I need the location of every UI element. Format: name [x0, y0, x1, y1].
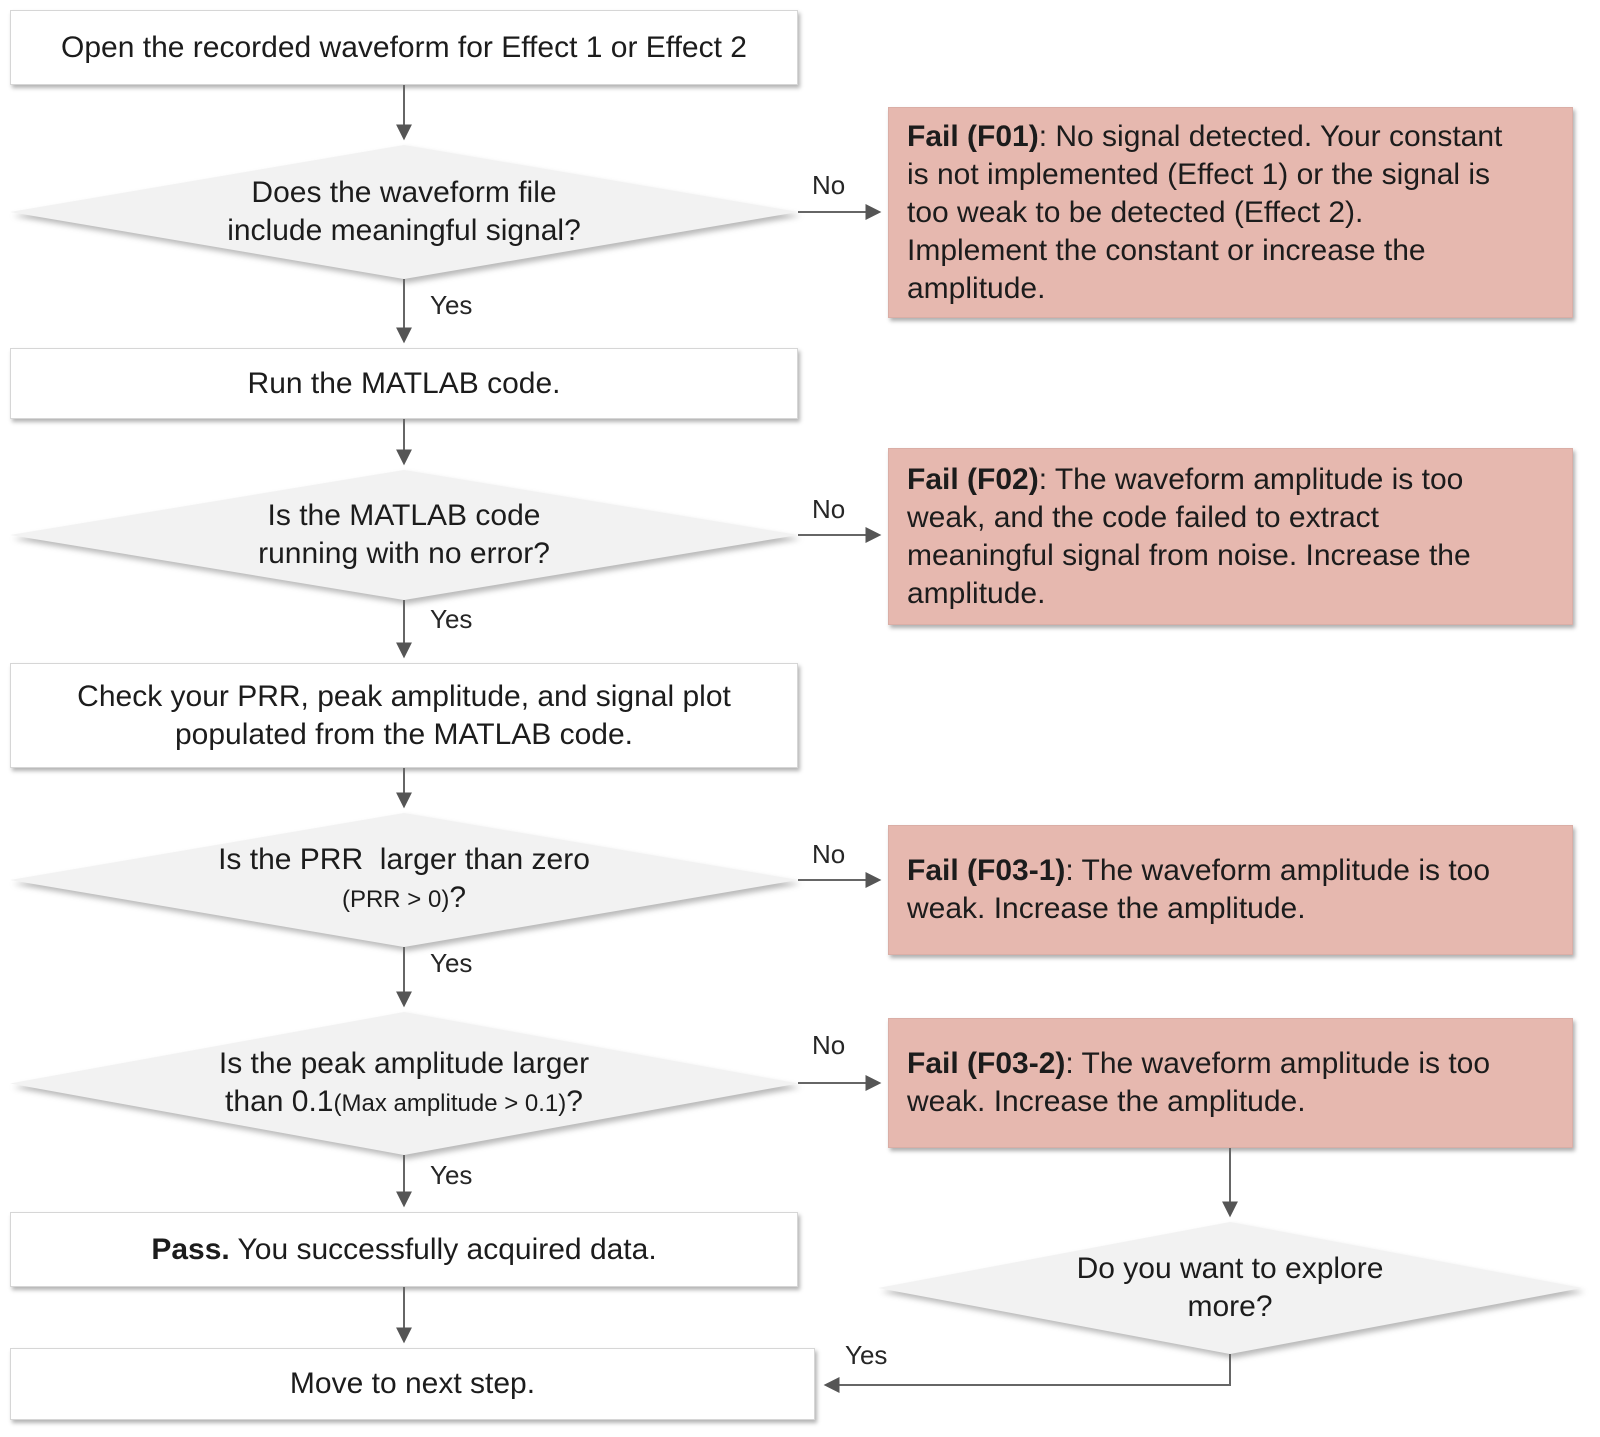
- decision-peak-amplitude-line2: than 0.1(Max amplitude > 0.1)?: [225, 1083, 583, 1123]
- edge-label-yes-signal: Yes: [430, 290, 473, 320]
- decision-prr-positive-qmark: ?: [449, 881, 467, 914]
- edge-label-no-error: No: [812, 494, 846, 524]
- decision-prr-positive: Is the PRR larger than zero (PRR > 0)?: [10, 813, 798, 947]
- decision-peak-amplitude-condition: (Max amplitude > 0.1): [333, 1089, 567, 1117]
- node-pass-rest: You successfully acquired data.: [229, 1232, 657, 1266]
- decision-peak-amplitude-line1: Is the peak amplitude larger: [218, 1046, 590, 1080]
- fail-f01-line3: too weak to be detected (Effect 2).: [907, 195, 1364, 229]
- edge-label-yes-explore: Yes: [845, 1340, 888, 1370]
- node-check-prr-line2: populated from the MATLAB code.: [174, 717, 634, 751]
- node-check-prr-line1: Check your PRR, peak amplitude, and sign…: [77, 679, 731, 713]
- node-open-waveform-text: Open the recorded waveform for Effect 1 …: [61, 30, 747, 64]
- fail-f01-line5: amplitude.: [907, 271, 1046, 305]
- edge-label-no-peak: No: [812, 1030, 846, 1060]
- fail-f03-2-line1: Fail (F03-2): The waveform amplitude is …: [907, 1045, 1490, 1083]
- decision-no-error: Is the MATLAB code running with no error…: [10, 470, 798, 600]
- fail-f03-2-title: Fail (F03-2): [907, 1047, 1066, 1080]
- fail-f02-line3: meaningful signal from noise. Increase t…: [907, 538, 1471, 572]
- edge-label-yes-prr: Yes: [430, 948, 473, 978]
- fail-f03-1-line1: Fail (F03-1): The waveform amplitude is …: [907, 852, 1490, 890]
- node-open-waveform: Open the recorded waveform for Effect 1 …: [10, 10, 798, 85]
- node-run-matlab: Run the MATLAB code.: [10, 348, 798, 419]
- decision-explore-more-line2: more?: [1187, 1290, 1273, 1323]
- fail-f01-box: Fail (F01): No signal detected. Your con…: [888, 107, 1573, 318]
- edge-label-yes-peak: Yes: [430, 1160, 473, 1190]
- fail-f02-line1: Fail (F02): The waveform amplitude is to…: [907, 461, 1463, 499]
- decision-peak-amplitude-prefix: than 0.1: [225, 1084, 334, 1118]
- decision-explore-more: Do you want to explore more?: [878, 1222, 1582, 1354]
- fail-f02-line4: amplitude.: [907, 576, 1046, 610]
- decision-prr-positive-line1: Is the PRR larger than zero: [218, 843, 590, 876]
- node-check-prr: Check your PRR, peak amplitude, and sign…: [10, 663, 798, 768]
- decision-meaningful-signal: Does the waveform file include meaningfu…: [10, 145, 798, 279]
- fail-f03-2-box: Fail (F03-2): The waveform amplitude is …: [888, 1018, 1573, 1148]
- node-move-next-step: Move to next step.: [10, 1348, 815, 1420]
- fail-f03-1-box: Fail (F03-1): The waveform amplitude is …: [888, 825, 1573, 955]
- fail-f01-line2: is not implemented (Effect 1) or the sig…: [907, 157, 1491, 191]
- node-run-matlab-text: Run the MATLAB code.: [247, 366, 561, 400]
- decision-no-error-line2: running with no error?: [258, 537, 550, 570]
- decision-meaningful-signal-line1: Does the waveform file: [251, 176, 557, 209]
- fail-f03-1-title: Fail (F03-1): [907, 854, 1066, 887]
- decision-peak-amplitude: Is the peak amplitude larger than 0.1(Ma…: [10, 1012, 798, 1155]
- decision-peak-amplitude-qmark: ?: [566, 1084, 583, 1118]
- decision-meaningful-signal-line2: include meaningful signal?: [227, 214, 581, 247]
- decision-prr-positive-line2: (PRR > 0)?: [342, 879, 466, 919]
- fail-f02-title: Fail (F02): [907, 462, 1039, 496]
- decision-prr-positive-condition: (PRR > 0): [341, 886, 450, 913]
- node-pass-text: Pass. You successfully acquired data.: [151, 1231, 656, 1269]
- fail-f01-line1-rest: : No signal detected. Your constant: [1038, 119, 1503, 153]
- fail-f03-1-line1-rest: : The waveform amplitude is too: [1065, 854, 1491, 887]
- fail-f03-1-line2: weak. Increase the amplitude.: [907, 892, 1306, 925]
- fail-f03-2-line2: weak. Increase the amplitude.: [907, 1085, 1306, 1118]
- fail-f03-2-line1-rest: : The waveform amplitude is too: [1065, 1047, 1491, 1080]
- fail-f02-line1-rest: : The waveform amplitude is too: [1038, 462, 1464, 496]
- fail-f02-box: Fail (F02): The waveform amplitude is to…: [888, 448, 1573, 625]
- fail-f01-line4: Implement the constant or increase the: [907, 233, 1426, 267]
- node-move-next-step-text: Move to next step.: [289, 1367, 536, 1400]
- node-pass-bold: Pass.: [151, 1232, 230, 1266]
- edge-label-yes-error: Yes: [430, 604, 473, 634]
- edge-label-no-signal: No: [812, 170, 846, 200]
- edge-label-no-prr: No: [812, 839, 846, 869]
- fail-f01-line1: Fail (F01): No signal detected. Your con…: [907, 118, 1502, 156]
- decision-no-error-line1: Is the MATLAB code: [267, 499, 541, 532]
- fail-f02-line2: weak, and the code failed to extract: [907, 500, 1379, 534]
- fail-f01-title: Fail (F01): [907, 119, 1039, 153]
- node-pass: Pass. You successfully acquired data.: [10, 1212, 798, 1287]
- decision-explore-more-line1: Do you want to explore: [1076, 1252, 1384, 1285]
